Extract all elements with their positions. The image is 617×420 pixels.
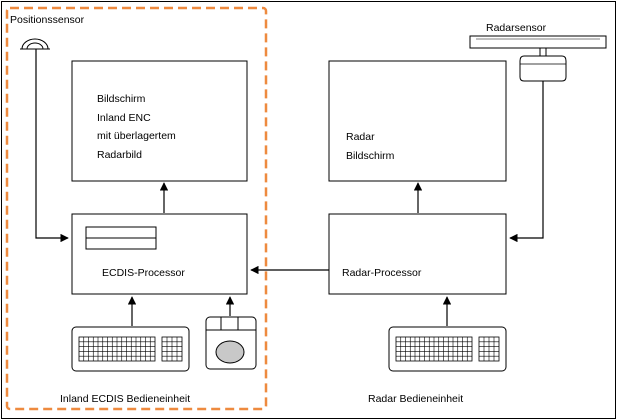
- trackball-icon: [205, 316, 257, 370]
- ecdis-screen-line: Bildschirm: [97, 93, 146, 105]
- ecdis-processor-box: [71, 213, 248, 295]
- keyboard-icon: [71, 326, 190, 372]
- radar-screen-label: Radar Bildschirm: [346, 128, 394, 165]
- radar-screen-box: [328, 60, 507, 182]
- radar-antenna-icon: [469, 35, 607, 82]
- ecdis-screen-label: Bildschirm Inland ENC mit überlagertem R…: [97, 90, 176, 164]
- radar-signal-line: [509, 81, 544, 243]
- ecdis-screen-line: mit überlagertem: [97, 130, 176, 142]
- antenna-dome-icon: [20, 38, 50, 50]
- position-signal-line: [35, 49, 69, 243]
- radar-processor-label: Radar-Processor: [342, 267, 422, 279]
- ecdis-screen-box: [71, 60, 248, 182]
- ecdis-screen-line: Inland ENC: [97, 111, 151, 124]
- radar-processor-box: [328, 213, 507, 295]
- radar-screen-line: Bildschirm: [346, 149, 395, 162]
- keyboard-icon: [388, 326, 507, 372]
- ecdis-boundary: [5, 6, 268, 411]
- ecdis-screen-line: Radarbild: [97, 148, 142, 161]
- radar-sensor-label: Radarsensor: [486, 22, 547, 34]
- ecdis-processor-label: ECDIS-Processor: [102, 267, 185, 279]
- position-sensor-label: Positionssensor: [10, 14, 85, 26]
- radar-control-unit-label: Radar Bedieneinheit: [368, 393, 464, 405]
- radar-screen-line: Radar: [346, 131, 375, 143]
- ecdis-control-unit-label: Inland ECDIS Bedieneinheit: [60, 393, 191, 405]
